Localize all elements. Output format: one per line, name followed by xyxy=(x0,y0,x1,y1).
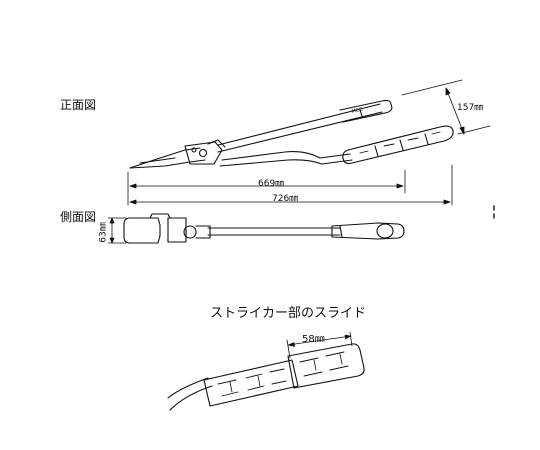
front-upper-grip xyxy=(339,99,393,123)
front-lower-arm xyxy=(221,151,351,161)
front-pivot-bolt xyxy=(198,148,208,158)
detail-arm xyxy=(169,385,213,411)
striker-detail-label: ストライカー部のスライド xyxy=(210,306,367,321)
dim-line-157 xyxy=(445,87,465,135)
dim-157: 157㎜ xyxy=(457,103,484,113)
side-dimensions xyxy=(107,217,127,244)
front-lower-grip xyxy=(342,125,454,164)
front-upper-arm xyxy=(217,103,381,146)
dim-726: 726㎜ xyxy=(272,194,299,204)
dim-669: 669㎜ xyxy=(258,179,285,189)
striker-detail xyxy=(167,331,365,411)
dim-58: 58㎜ xyxy=(302,334,325,345)
side-head xyxy=(123,217,161,244)
front-view-tool xyxy=(129,99,454,169)
front-jaw-lower xyxy=(129,159,206,169)
front-view-label: 正面図 xyxy=(60,98,97,112)
front-jaw-upper xyxy=(129,147,201,169)
side-handle xyxy=(331,222,405,240)
front-dimensions xyxy=(127,79,491,206)
detail-sleeve-left xyxy=(203,359,299,407)
side-view-tool xyxy=(123,213,405,244)
detail-sleeve-right xyxy=(287,343,365,389)
side-view-label: 側面図 xyxy=(60,210,97,224)
handle-marking: MCC xyxy=(351,106,364,115)
dim-line-58 xyxy=(287,335,352,346)
dim-63: 63㎜ xyxy=(98,222,109,243)
